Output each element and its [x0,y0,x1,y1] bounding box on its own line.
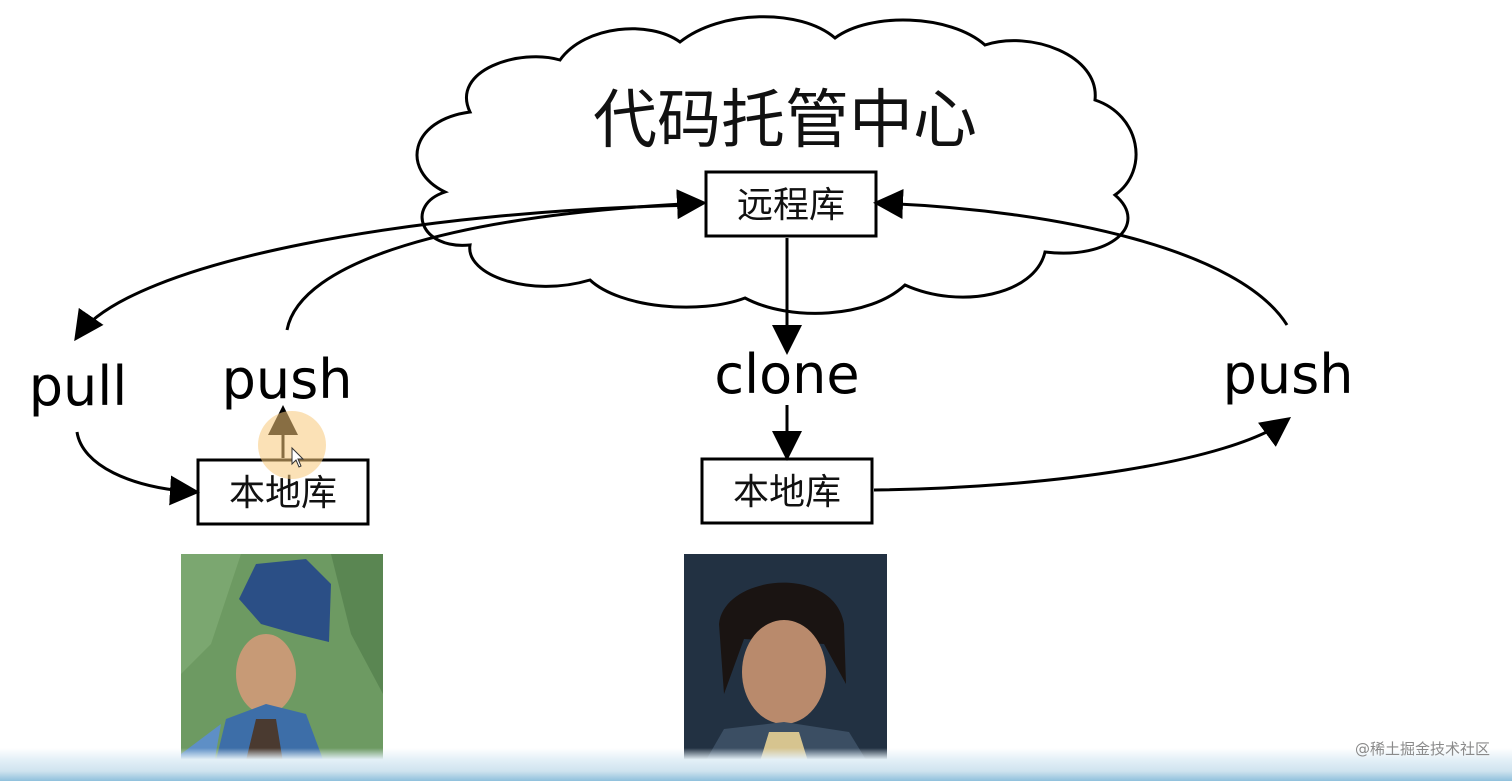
arrow-push-left-to-remote [285,189,707,331]
cursor-highlight [258,411,326,479]
push-right-label: push [1223,343,1354,406]
cloud-shape [415,15,1138,315]
cloud-title: 代码托管中心 [593,84,977,158]
watermark: @稀土掘金技术社区 [1354,740,1490,758]
clone-label: clone [714,343,859,406]
remote-repo-label: 远程库 [737,185,845,226]
person-photo-left [181,554,383,781]
person-photo-right [684,554,887,781]
pull-label: pull [29,355,128,418]
arrow-push-right-to-remote [873,188,1289,326]
local-repo-left-box [196,458,370,526]
arrow-pull-to-local-left [75,431,200,506]
push-left-label: push [222,348,353,411]
arrow-local-right-to-push [873,417,1292,492]
local-repo-left-label: 本地库 [229,473,337,514]
local-repo-right-label: 本地库 [733,472,841,513]
arrow-remote-to-pull [74,203,701,342]
remote-repo-box [704,170,878,238]
cursor-icon [291,446,305,468]
footer-wave-band [0,748,1512,781]
